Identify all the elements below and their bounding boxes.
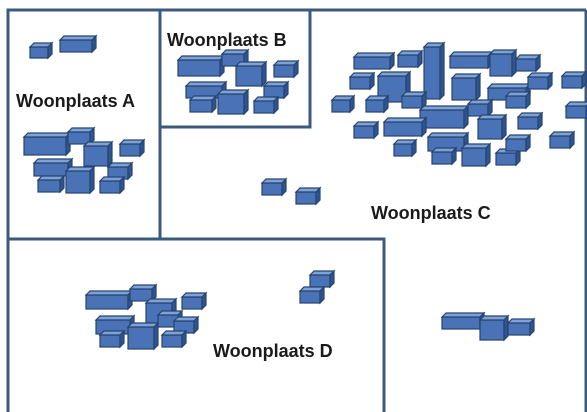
building-block [450,72,482,102]
building-block [348,71,376,91]
building-block [476,113,508,141]
building-block [504,133,532,153]
building-block [504,90,532,110]
region-d-box [6,237,386,412]
building-block [118,138,146,158]
building-block [98,329,126,349]
building-block [260,177,288,197]
building-block [84,289,134,311]
region-b-buildings [176,48,300,116]
building-block [382,116,428,138]
building-block [364,94,390,114]
building-block [172,315,200,335]
building-block [262,80,290,100]
building-block [352,120,380,140]
building-block [216,88,250,116]
building-block [184,80,228,100]
building-block [526,71,554,91]
building-block [272,59,300,79]
building-block [22,131,72,157]
region-c-buildings [260,41,587,206]
building-block [514,53,542,73]
building-block [400,90,428,110]
building-block [430,146,458,166]
region-d-label: Woonplaats D [213,341,333,361]
building-block [516,111,544,131]
building-block [564,101,587,120]
building-block [440,311,486,331]
building-block [488,48,518,78]
building-block [180,291,208,311]
region-b-label: Woonplaats B [167,30,287,50]
building-block [422,41,446,101]
building-block [106,161,134,181]
building-block [82,140,114,168]
region-a-buildings [22,34,146,195]
building-block [548,130,576,150]
building-block [466,98,494,118]
building-block [418,104,470,130]
building-block [58,34,98,54]
building-block [396,49,424,69]
building-block [176,54,226,78]
building-block [330,94,356,114]
building-block [478,314,510,342]
region-c-label: Woonplaats C [371,203,491,223]
building-block [98,175,126,195]
building-block [252,95,280,115]
building-block [298,285,326,305]
region-d-buildings [84,269,536,351]
building-block [234,60,268,88]
region-a-label: Woonplaats A [16,91,135,111]
building-block [128,283,158,303]
building-block [64,165,96,195]
building-block [160,329,188,349]
building-block [66,126,96,146]
building-block [506,317,536,337]
building-block [294,186,322,206]
building-block [28,41,54,60]
building-block [352,51,396,71]
building-block [188,94,218,114]
building-block [308,269,336,289]
building-block [126,321,160,351]
building-block [460,142,492,168]
building-block [392,138,418,158]
building-block [560,70,587,90]
building-block [448,50,494,70]
region-b-box [158,8,312,129]
building-block [36,174,66,194]
